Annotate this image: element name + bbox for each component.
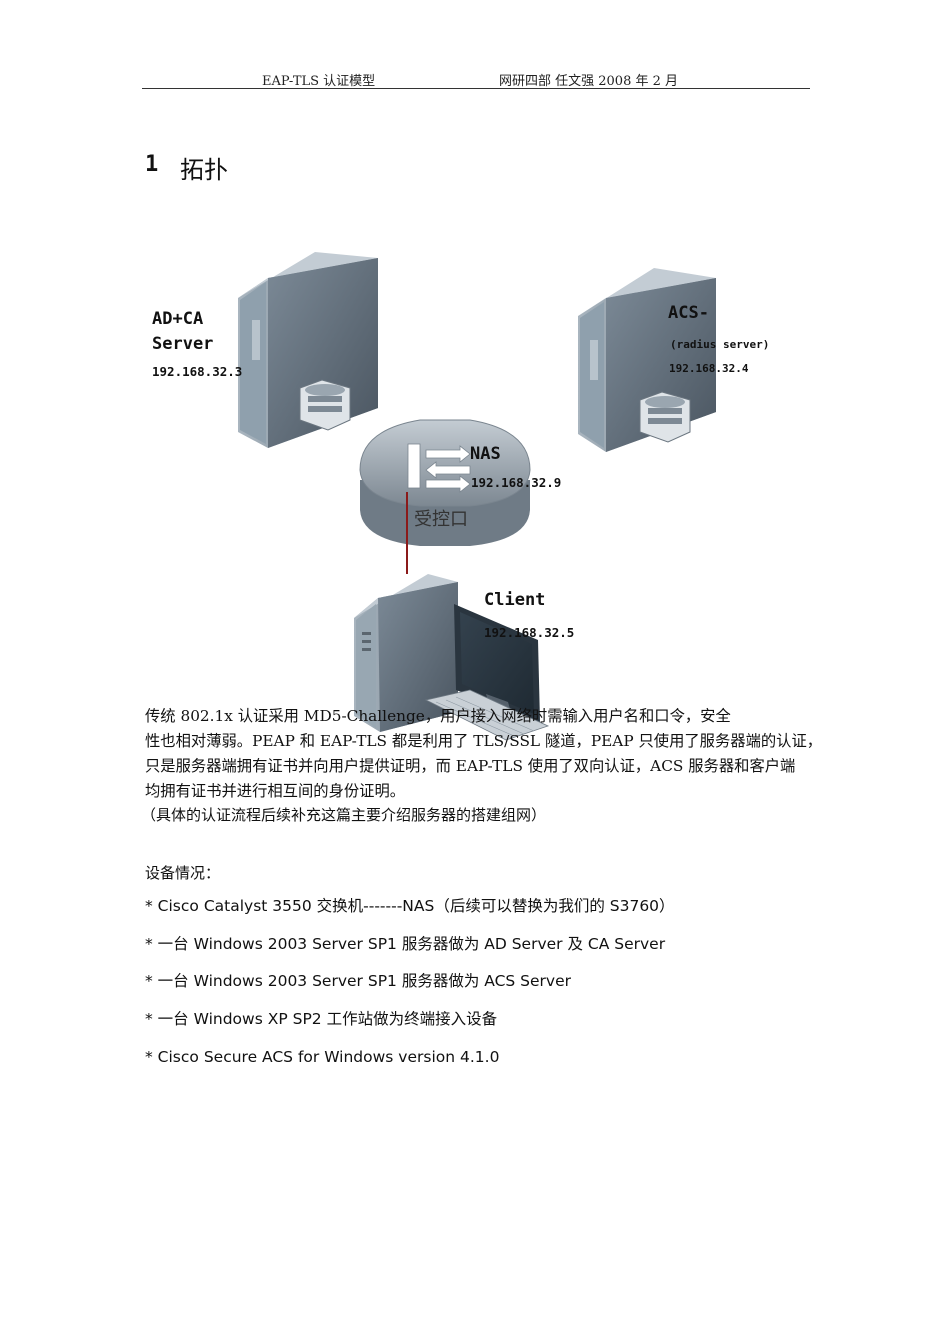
list-item: * 一台 Windows XP SP2 工作站做为终端接入设备: [145, 1010, 498, 1029]
devices-heading: 设备情况：: [145, 864, 221, 882]
nas-label: NAS: [470, 444, 501, 464]
acs-ip: 192.168.32.4: [669, 362, 749, 375]
controlled-port-label: 受控口: [414, 509, 468, 530]
paragraph-line: 传统 802.1x 认证采用 MD5-Challenge，用户接入网络时需输入用…: [145, 707, 731, 725]
header-rule: [142, 88, 810, 89]
devices-list: * Cisco Catalyst 3550 交换机-------NAS（后续可以…: [145, 895, 675, 1083]
paragraph-line: 性也相对薄弱。PEAP 和 EAP-TLS 都是利用了 TLS/SSL 隧道，P…: [145, 732, 823, 750]
section-number: 1: [145, 152, 159, 177]
list-item: * Cisco Secure ACS for Windows version 4…: [145, 1047, 500, 1066]
ad-ca-label: AD+CA: [152, 309, 204, 329]
header-author-date: 网研四部 任文强 2008 年 2 月: [499, 74, 679, 89]
header-title: EAP-TLS 认证模型: [262, 74, 376, 89]
note-text: （具体的认证流程后续补充这篇主要介绍服务器的搭建组网）: [141, 806, 547, 824]
list-item: * Cisco Catalyst 3550 交换机-------NAS（后续可以…: [145, 897, 675, 915]
acs-server-icon: [578, 268, 716, 452]
nas-ip: 192.168.32.9: [471, 475, 562, 490]
intro-paragraph: 传统 802.1x 认证采用 MD5-Challenge，用户接入网络时需输入用…: [145, 704, 823, 804]
paragraph-line: 只是服务器端拥有证书并向用户提供证明，而 EAP-TLS 使用了双向认证，ACS…: [145, 757, 796, 775]
nas-switch-icon: [359, 419, 531, 546]
acs-label: ACS-: [668, 303, 709, 323]
ad-ca-ip: 192.168.32.3: [152, 364, 243, 379]
section-title: 拓扑: [180, 156, 228, 184]
acs-radius-label: (radius server): [670, 338, 770, 351]
ad-ca-server-label: Server: [152, 334, 214, 354]
ad-ca-server-icon: [238, 252, 378, 448]
list-item: * 一台 Windows 2003 Server SP1 服务器做为 ACS S…: [145, 972, 572, 991]
client-label: Client: [484, 590, 546, 610]
client-pc-icon: [354, 574, 550, 741]
paragraph-line: 均拥有证书并进行相互间的身份证明。: [145, 782, 406, 800]
client-ip: 192.168.32.5: [484, 625, 575, 640]
list-item: * 一台 Windows 2003 Server SP1 服务器做为 AD Se…: [145, 934, 666, 953]
